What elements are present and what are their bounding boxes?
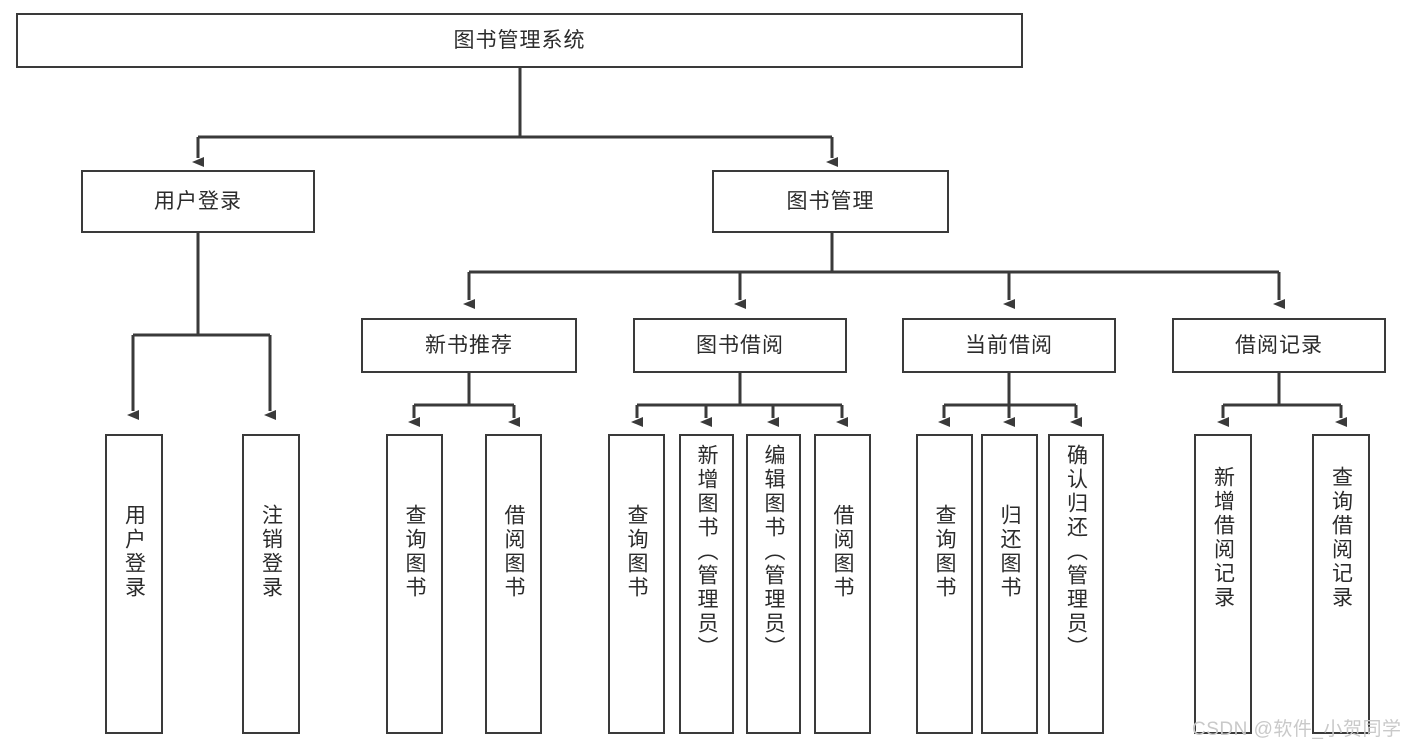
node-leaf-edit-book-admin[interactable]: 编辑图书（管理员） xyxy=(746,434,801,734)
node-leaf-query-book-borrow[interactable]: 查询图书 xyxy=(608,434,665,734)
node-book-borrow[interactable]: 图书借阅 xyxy=(633,318,847,373)
node-label: 用户登录 xyxy=(122,504,146,600)
node-label: 查询图书 xyxy=(625,504,648,600)
node-current-borrow[interactable]: 当前借阅 xyxy=(902,318,1116,373)
node-label: 借阅图书 xyxy=(502,504,525,600)
node-label: 当前借阅 xyxy=(965,333,1053,357)
node-leaf-logout[interactable]: 注销登录 xyxy=(242,434,300,734)
node-label: 注销登录 xyxy=(259,504,283,600)
node-label: 确认归还（管理员） xyxy=(1064,444,1088,660)
node-label: 图书管理 xyxy=(786,189,875,213)
node-label: 查询借阅记录 xyxy=(1329,466,1353,610)
node-label: 图书管理系统 xyxy=(453,28,586,52)
node-book-management[interactable]: 图书管理 xyxy=(712,170,949,233)
node-leaf-query-borrow-record[interactable]: 查询借阅记录 xyxy=(1312,434,1370,734)
node-label: 新增图书（管理员） xyxy=(695,444,718,660)
node-leaf-query-book-recommend[interactable]: 查询图书 xyxy=(386,434,443,734)
node-leaf-confirm-return-admin[interactable]: 确认归还（管理员） xyxy=(1048,434,1104,734)
node-label: 编辑图书（管理员） xyxy=(762,444,785,660)
node-label: 查询图书 xyxy=(403,504,426,600)
node-leaf-add-book-admin[interactable]: 新增图书（管理员） xyxy=(679,434,734,734)
node-label: 新书推荐 xyxy=(425,333,513,357)
node-root-book-management-system[interactable]: 图书管理系统 xyxy=(16,13,1023,68)
node-label: 图书借阅 xyxy=(696,333,784,357)
node-leaf-return-book[interactable]: 归还图书 xyxy=(981,434,1038,734)
node-borrow-record[interactable]: 借阅记录 xyxy=(1172,318,1386,373)
node-new-book-recommend[interactable]: 新书推荐 xyxy=(361,318,577,373)
node-label: 借阅图书 xyxy=(831,504,854,600)
node-leaf-query-book-current[interactable]: 查询图书 xyxy=(916,434,973,734)
node-leaf-user-login[interactable]: 用户登录 xyxy=(105,434,163,734)
node-label: 归还图书 xyxy=(998,504,1021,600)
node-label: 用户登录 xyxy=(154,189,242,213)
node-label: 新增借阅记录 xyxy=(1211,466,1235,610)
csdn-watermark: CSDN @软件_小贺同学 xyxy=(1192,719,1402,740)
node-leaf-borrow-book-recommend[interactable]: 借阅图书 xyxy=(485,434,542,734)
node-label: 查询图书 xyxy=(933,504,956,600)
node-user-login[interactable]: 用户登录 xyxy=(81,170,315,233)
node-leaf-add-borrow-record[interactable]: 新增借阅记录 xyxy=(1194,434,1252,734)
node-leaf-borrow-book[interactable]: 借阅图书 xyxy=(814,434,871,734)
node-label: 借阅记录 xyxy=(1235,333,1323,357)
